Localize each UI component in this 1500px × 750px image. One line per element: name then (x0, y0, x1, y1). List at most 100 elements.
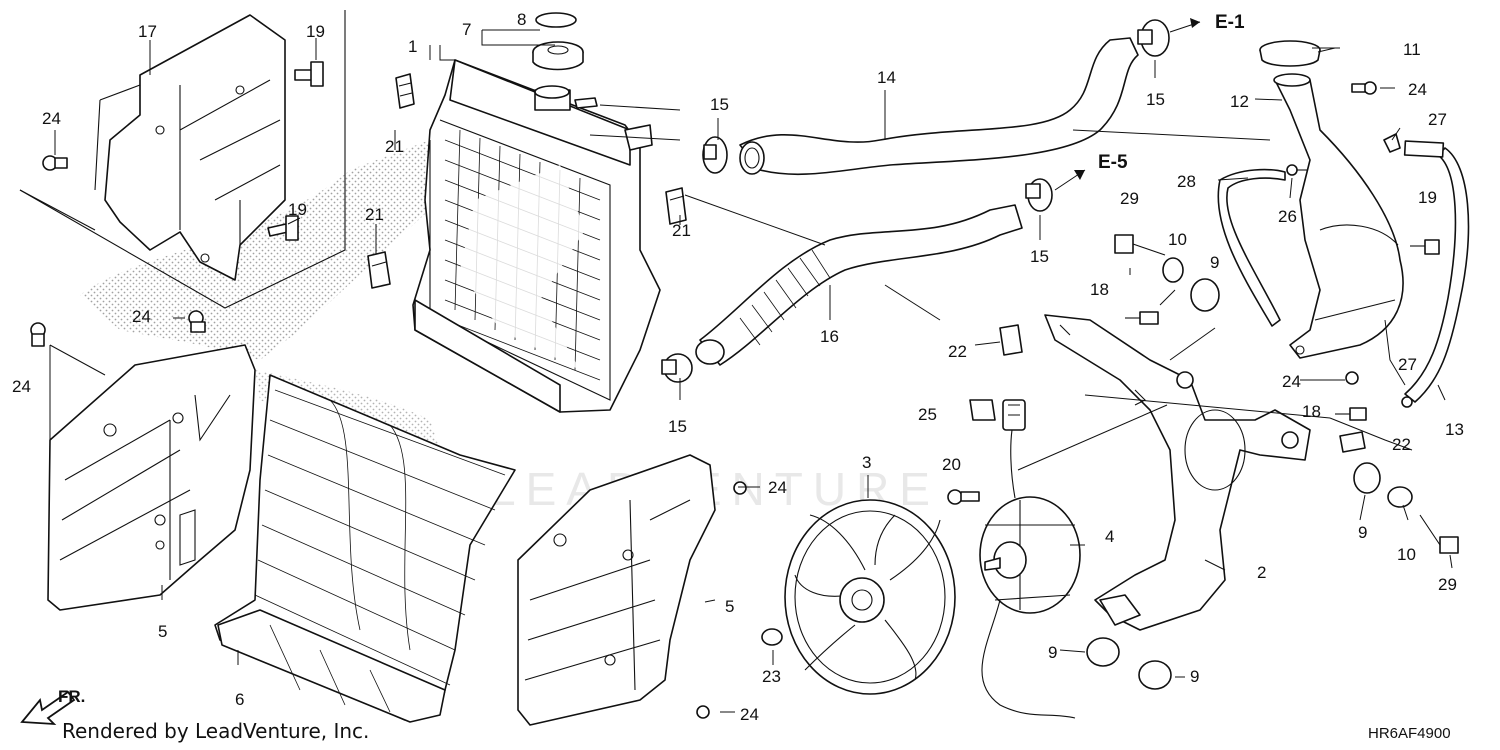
clip-24-left-mid (30, 322, 46, 347)
clamp-15-upper-hose (702, 136, 728, 174)
callout-3: 3 (862, 453, 871, 472)
ref-e1: E-1 (1169, 12, 1245, 33)
callout-8: 8 (517, 10, 526, 29)
clip-24-right-b (1345, 371, 1359, 385)
callout-23: 23 (762, 667, 781, 686)
callout-24-d: 24 (768, 478, 787, 497)
callout-29-a: 29 (1120, 189, 1139, 208)
callout-24-b: 24 (132, 307, 151, 326)
callout-29-b: 29 (1438, 575, 1457, 594)
overflow-tube-13 (1404, 147, 1470, 403)
mounting-area-shading (80, 140, 440, 360)
callout-24-c: 24 (12, 377, 31, 396)
ref-e1-label: E-1 (1215, 12, 1245, 33)
callout-4: 4 (1105, 527, 1114, 546)
callout-9-bottom-right: 9 (1190, 667, 1199, 686)
callout-15-d: 15 (668, 417, 687, 436)
callout-15-c: 15 (1030, 247, 1049, 266)
clip-21-a (395, 73, 415, 109)
part-callouts: 1 2 3 4 5 5 6 7 8 9 9 9 9 10 10 11 12 13… (12, 10, 1464, 724)
rubber-9-b (1353, 462, 1381, 494)
fan-bracket (1044, 314, 1311, 631)
callout-24-a: 24 (42, 109, 61, 128)
callout-26: 26 (1278, 207, 1297, 226)
callout-17: 17 (138, 22, 157, 41)
cap-gasket (535, 12, 577, 28)
callout-24-f: 24 (1408, 80, 1427, 99)
cooling-fan (784, 499, 956, 695)
lower-hose (695, 204, 1023, 366)
clip-22-right (1339, 431, 1366, 453)
reservoir-cap (1259, 40, 1336, 67)
nut-23 (761, 628, 783, 646)
upper-hose (739, 37, 1139, 176)
bolt-29-b (1419, 514, 1459, 554)
callout-19-mid: 19 (288, 200, 307, 219)
fan-motor (979, 429, 1081, 719)
rubber-9-c (1086, 637, 1120, 667)
clip-24-top-left (42, 155, 68, 171)
ref-e5-label: E-5 (1098, 152, 1128, 173)
callout-10-bottom: 10 (1397, 545, 1416, 564)
bolt-19-right (1410, 239, 1440, 255)
bolt-19-mid (267, 215, 299, 241)
bolt-29-a (1114, 234, 1166, 256)
callout-1: 1 (408, 37, 417, 56)
clamp-15-right (1025, 178, 1053, 212)
clip-27-top (1383, 133, 1401, 153)
callout-5-right: 5 (725, 597, 734, 616)
callout-9-right: 9 (1358, 523, 1367, 542)
rubber-9-d (1138, 660, 1172, 690)
callout-18-b: 18 (1302, 402, 1321, 421)
callout-13: 13 (1445, 420, 1464, 439)
bolt-20 (947, 489, 980, 505)
clip-27-bottom (1401, 396, 1413, 408)
clip-24-upper-mid (188, 310, 206, 333)
clamp-15-top (1137, 19, 1170, 57)
callout-15-a: 15 (710, 95, 729, 114)
side-shroud-right (517, 454, 716, 726)
callout-15-b: 15 (1146, 90, 1165, 109)
side-shroud-left (47, 344, 256, 611)
callout-6: 6 (235, 690, 244, 709)
clamp-15-lower (661, 353, 693, 383)
callout-19-right: 19 (1418, 188, 1437, 207)
callout-19-top: 19 (306, 22, 325, 41)
callout-9-top: 9 (1210, 253, 1219, 272)
callout-21-b: 21 (365, 205, 384, 224)
clip-24-mid (733, 481, 747, 495)
motor-connector (1002, 399, 1026, 431)
callout-12: 12 (1230, 92, 1249, 111)
callout-27-a: 27 (1428, 110, 1447, 129)
callout-18-a: 18 (1090, 280, 1109, 299)
louvered-grille (214, 374, 516, 723)
callout-24-e: 24 (740, 705, 759, 724)
callout-28: 28 (1177, 172, 1196, 191)
clip-26 (1286, 164, 1308, 176)
callout-27-b: 27 (1398, 355, 1417, 374)
shroud-upper-group (19, 10, 346, 309)
tube-fitting (1403, 140, 1445, 158)
clip-24-right-a (1351, 81, 1377, 95)
reservoir-tank (1273, 73, 1404, 359)
bolt-19-top (294, 61, 324, 87)
front-arrow-icon (20, 690, 76, 726)
ref-e5: E-5 (1054, 152, 1128, 191)
radiator (412, 59, 661, 413)
clip-21-c (665, 187, 687, 225)
collar-10-a (1162, 257, 1184, 283)
footer-credit: Rendered by LeadVenture, Inc. (62, 719, 369, 743)
front-label: FR. (58, 687, 85, 706)
collar-10-b (1387, 486, 1413, 508)
callout-14: 14 (877, 68, 896, 87)
callout-9-bottom-left: 9 (1048, 643, 1057, 662)
clip-24-bottom (696, 705, 710, 719)
front-direction-indicator: FR. (20, 687, 85, 726)
callout-25: 25 (918, 405, 937, 424)
callout-20: 20 (942, 455, 961, 474)
clip-22-mid (999, 324, 1023, 356)
clip-21-b (367, 251, 391, 289)
diagram-code: HR6AF4900 (1368, 725, 1451, 742)
callout-21-c: 21 (672, 221, 691, 240)
